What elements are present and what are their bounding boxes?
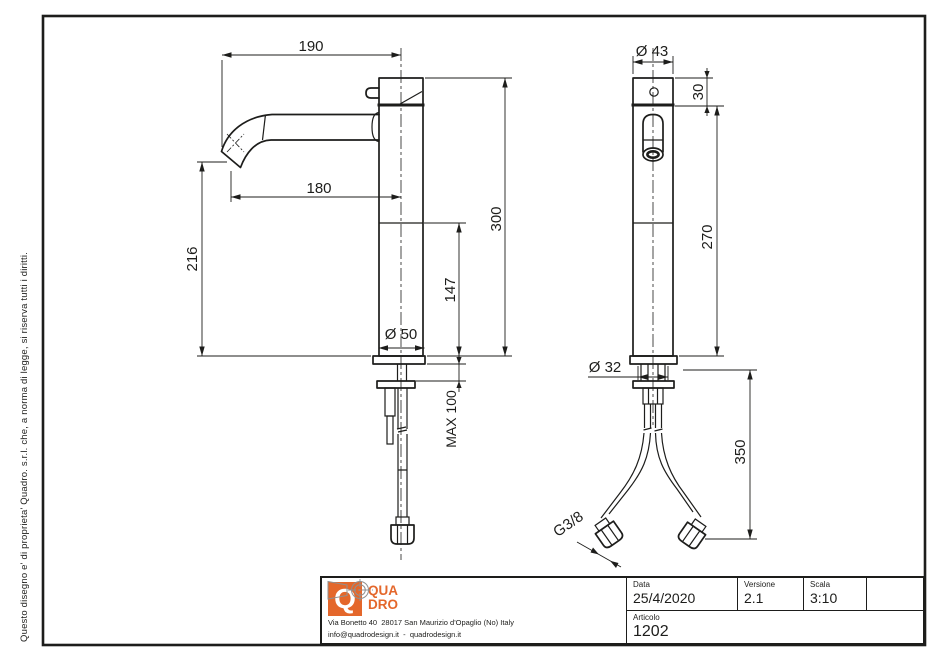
side-fitting-facets (396, 525, 409, 544)
first-angle-projection-icon (327, 579, 373, 602)
logo-word-top: QUA (368, 583, 398, 598)
side-mounting-nut (376, 380, 416, 389)
front-fitting-left-facets (600, 524, 619, 546)
quadro-logo-icon: Q (328, 582, 362, 616)
dim-label-350: 350 (732, 439, 749, 464)
front-hose-right-inner (654, 432, 694, 513)
logo-wordmark: QUA DRO (368, 583, 398, 613)
projection-symbol-cell (327, 578, 923, 610)
title-block: Q QUA DRO Via Bonetto 40 28017 San Mauri… (320, 576, 925, 645)
side-view: 190 180 216 300 147 Ø 50 MAX 100 (184, 38, 512, 560)
arrow-30-top (704, 71, 710, 78)
dim-label-270: 270 (699, 224, 716, 249)
scale-value: 3:10 (810, 590, 838, 606)
front-fitting-left-nut (594, 520, 624, 549)
side-cap-bevel (399, 90, 423, 105)
front-hose-break (643, 427, 663, 432)
side-shank (396, 364, 408, 381)
ext-300 (425, 77, 512, 357)
side-spout-collar (371, 111, 380, 143)
ext-max100 (416, 363, 466, 382)
front-spout (642, 113, 664, 153)
side-hose-break (396, 426, 408, 433)
logo-word-bottom: DRO (368, 597, 398, 613)
side-hose-upper (397, 388, 408, 429)
front-flange (629, 355, 678, 365)
company-address: Via Bonetto 40 28017 San Maurizio d'Opag… (328, 617, 514, 627)
arrow-max100-bottom (456, 381, 462, 388)
dim-label-diam-32: Ø 32 (589, 359, 622, 376)
side-spout (220, 113, 380, 169)
dim-label-180: 180 (306, 180, 331, 197)
scale-label: Scala (810, 580, 831, 589)
front-cap-dot (649, 87, 659, 97)
front-spout-outlet (642, 147, 664, 162)
front-shank (640, 364, 666, 381)
side-fitting-nut (390, 524, 415, 545)
front-hose-right-outer (660, 432, 702, 518)
dim-label-diam-50: Ø 50 (385, 326, 418, 343)
version-cell: Versione 2.1 (738, 578, 804, 610)
article-cell: Articolo 1202 (627, 611, 923, 643)
front-fitting-right-nut (677, 521, 707, 550)
side-threaded-rod-lower (386, 415, 394, 445)
dim-label-g38: G3/8 (550, 508, 586, 541)
side-bend-centermark (226, 133, 245, 153)
front-fitting-left (594, 517, 624, 549)
version-value: 2.1 (744, 590, 764, 606)
front-fitting-right (677, 518, 707, 550)
article-label: Articolo (633, 613, 660, 622)
front-tailpieces (643, 404, 663, 428)
date-label: Data (633, 580, 650, 589)
dim-label-216: 216 (184, 246, 201, 271)
article-value: 1202 (633, 623, 669, 640)
front-shank-block-lines (647, 388, 659, 404)
dim-label-147: 147 (442, 277, 459, 302)
side-threaded-rod-upper (384, 387, 396, 417)
ext-43 (632, 56, 674, 74)
front-view: Ø 43 30 270 Ø 32 350 G3/8 (550, 43, 757, 568)
dim-label-max100: MAX 100 (443, 390, 459, 448)
side-fitting-collar (395, 516, 410, 526)
ext-216 (197, 161, 371, 357)
side-flange (372, 355, 426, 365)
arrow-g38-left (590, 547, 599, 555)
date-cell: Data 25/4/2020 (627, 578, 738, 610)
title-block-company-cell: Q QUA DRO Via Bonetto 40 28017 San Mauri… (322, 578, 627, 643)
arrow-max100-top (456, 357, 462, 364)
drawing-border (41, 14, 927, 647)
version-label: Versione (744, 580, 776, 589)
company-contacts: info@quadrodesign.it - quadrodesign.it (328, 630, 462, 639)
title-block-row-top: Data 25/4/2020 Versione 2.1 Scala 3:10 (327, 578, 923, 611)
arrow-g38-right (610, 560, 619, 568)
scale-cell: Scala 3:10 (804, 578, 867, 610)
front-hose-left-inner (608, 432, 652, 515)
title-block-fields: Data 25/4/2020 Versione 2.1 Scala 3:10 (327, 578, 923, 643)
side-hose-lower (397, 434, 408, 517)
front-hose-left-outer (600, 432, 645, 519)
side-lever (365, 87, 380, 99)
front-mounting-nut (632, 380, 675, 389)
dim-label-diam-43: Ø 43 (636, 43, 669, 60)
arrow-30-bottom (704, 106, 710, 113)
side-spout-seam (261, 114, 267, 141)
front-fitting-right-facets (682, 525, 701, 547)
dim-label-190: 190 (298, 38, 323, 55)
ext-350 (683, 369, 757, 540)
dim-label-30: 30 (690, 84, 707, 101)
front-shank-block (642, 387, 664, 405)
logo-monogram: Q (334, 583, 356, 614)
front-spout-aerator (646, 150, 660, 160)
copyright-note: Questo disegno e' di proprieta' Quadro. … (19, 252, 30, 642)
date-value: 25/4/2020 (633, 590, 696, 606)
dim-label-300: 300 (488, 206, 505, 231)
